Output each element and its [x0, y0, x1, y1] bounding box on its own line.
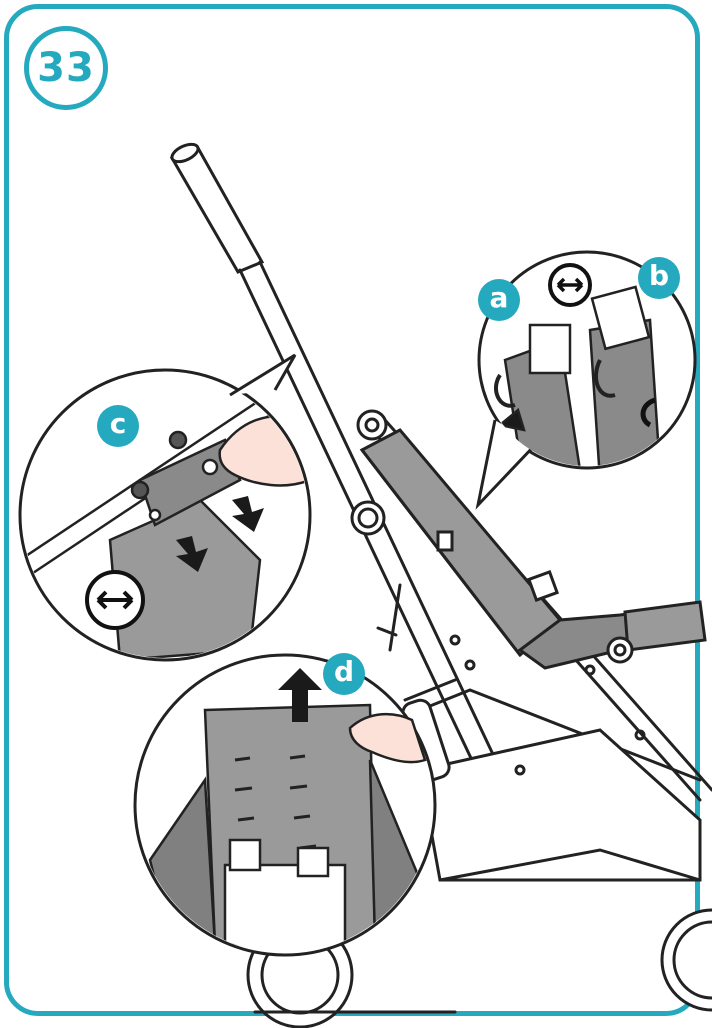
wheel-hub: [606, 636, 634, 664]
detail-ab: [475, 250, 697, 510]
hinge-ring: [594, 359, 616, 398]
seat-back-edge: [360, 448, 522, 657]
bolt: [168, 430, 188, 450]
handlebar-grip: [169, 146, 265, 274]
leg-rod: [388, 583, 402, 652]
hinge-joint: [350, 500, 386, 536]
step-number: 33: [37, 45, 95, 91]
lower-frame: [403, 678, 457, 702]
detail-d: [133, 653, 437, 957]
hinge-joint: [356, 409, 388, 441]
footrest: [623, 600, 707, 652]
strap-tab: [528, 323, 572, 375]
arrow-curve-icon: [640, 397, 657, 428]
seat-clip: [526, 569, 560, 603]
detail-c: [18, 353, 312, 662]
seat-buckle: [436, 530, 454, 552]
callout-badge-d: d: [323, 653, 365, 695]
slot: [201, 458, 219, 476]
leg-rod: [376, 626, 398, 637]
basket-fabric: [438, 848, 702, 882]
callout-badge-b: b: [638, 257, 680, 299]
callout-pointer: [229, 353, 297, 397]
rivet: [449, 634, 461, 646]
callout-label-b: b: [648, 259, 670, 292]
callout-label-a: a: [489, 281, 509, 314]
callout-badge-a: a: [478, 279, 520, 321]
harness-strap: [223, 863, 347, 953]
rivet: [464, 659, 476, 671]
hinge-ring: [494, 373, 516, 408]
strap-tab: [590, 285, 651, 351]
rear-wheel: [660, 908, 712, 1012]
arrow-up-icon: [278, 668, 322, 722]
step-number-badge: 33: [24, 26, 108, 110]
harness-buckle: [296, 846, 330, 878]
harness-buckle: [228, 838, 262, 872]
callout-badge-c: c: [97, 405, 139, 447]
slot: [148, 508, 162, 522]
bolt: [130, 480, 150, 500]
rear-wheel-rim: [672, 920, 712, 1000]
handlebar-end: [170, 142, 200, 164]
arrow-down-icon: [232, 496, 264, 532]
rivet: [584, 664, 596, 676]
arrow-down-icon: [176, 536, 208, 572]
basket: [418, 728, 702, 882]
rotate-arrow-icon: [548, 263, 592, 307]
rivet: [634, 729, 646, 741]
hinge-joint: [364, 417, 380, 433]
callout-label-d: d: [333, 655, 355, 688]
callout-label-c: c: [109, 407, 127, 440]
wheel-hub: [613, 643, 627, 657]
hand: [348, 712, 427, 764]
hinge-joint: [357, 507, 379, 529]
rotate-arrow-icon: [85, 570, 145, 630]
push-bar-right: [258, 260, 527, 824]
rivet: [514, 764, 526, 776]
arrow-right-icon: [497, 407, 526, 432]
